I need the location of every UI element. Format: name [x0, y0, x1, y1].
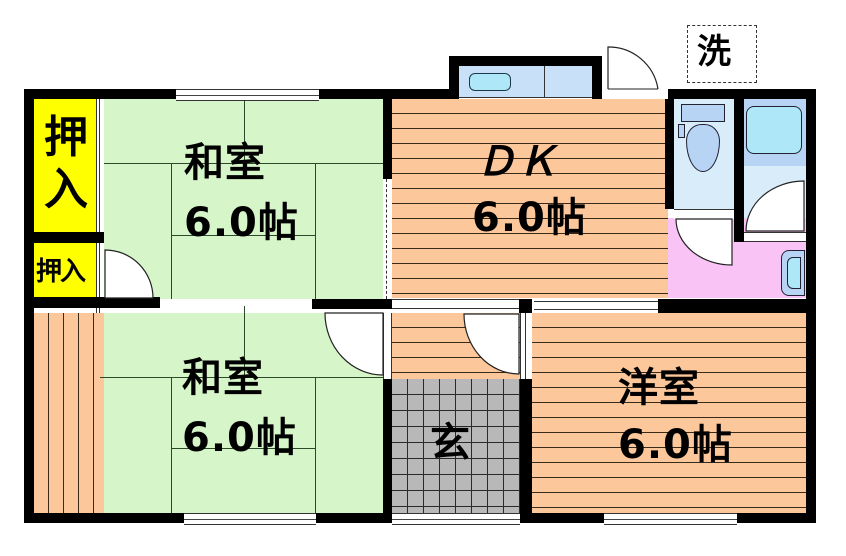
genkan-left-wall [386, 379, 392, 513]
hall-pillar [519, 299, 532, 313]
washitsu-top-floor [104, 99, 383, 299]
door-toilet[interactable] [675, 218, 733, 266]
tatami-seam [171, 377, 172, 513]
closet-small-label: 押入 [36, 257, 86, 287]
washitsu-divider-wall-right [312, 299, 392, 309]
tatami-seam [171, 448, 315, 449]
room-name: 洋室 [618, 365, 700, 411]
door-closet-small[interactable] [104, 247, 154, 299]
kitchen-bump-wall-right [592, 56, 602, 99]
tatami-seam [244, 306, 245, 377]
room-size: 6.0帖 [182, 415, 297, 461]
toilet-bowl-icon [686, 124, 720, 172]
room-size: 6.0帖 [184, 200, 299, 246]
kitchen-bump-wall-top [449, 56, 602, 66]
toilet-tank-icon [681, 104, 725, 122]
room-name: 和室 [182, 355, 264, 401]
washbasin-bowl-icon [787, 257, 801, 289]
door-swing-icon [745, 180, 805, 232]
door-bathroom[interactable] [745, 180, 805, 232]
sliding-door-dk-hall[interactable] [392, 299, 519, 309]
door-washitsu-bottom[interactable] [324, 312, 384, 376]
outer-wall-left [24, 89, 34, 523]
room-name: ＤＫ [476, 139, 558, 185]
toilet-door-frame [674, 209, 734, 219]
tatami-seam [315, 163, 316, 299]
door-swing-icon [675, 218, 733, 266]
kitchen-counter-divider [544, 66, 545, 98]
closet-large-label: 押 入 [38, 112, 94, 216]
closet-large [34, 99, 96, 232]
tatami-seam [100, 377, 383, 378]
room-size: 6.0帖 [472, 195, 587, 241]
yoshitsu-floor [532, 313, 806, 513]
room-size: 6.0帖 [618, 422, 733, 468]
door-hall-yoshitsu[interactable] [463, 313, 520, 375]
dk-floor [392, 99, 668, 298]
door-front-entrance-top[interactable] [602, 45, 659, 90]
door-swing-icon [324, 312, 384, 376]
tatami-seam [104, 163, 383, 164]
yoshitsu-top-wall [658, 299, 816, 313]
outer-wall-bottom-mid2 [520, 513, 604, 523]
tatami-seam [171, 163, 172, 299]
tatami-seam [244, 99, 245, 163]
kitchen-sink-icon [469, 73, 511, 91]
wet-left-wall [665, 99, 674, 209]
window-yoshitsu [604, 513, 737, 525]
corridor-wood-floor [34, 313, 104, 513]
tatami-seam [171, 235, 315, 236]
door-swing-icon [463, 313, 520, 375]
tatami-seam [315, 377, 316, 513]
genkan-tile-floor [392, 379, 520, 513]
outer-wall-top-mid [319, 89, 449, 99]
closet-label-line2: 入 [44, 164, 88, 215]
washer-label: 洗 [697, 32, 731, 72]
closet-divider-wall [34, 232, 104, 243]
door-swing-icon [104, 249, 154, 299]
hall-yoshitsu-door-frame [520, 313, 526, 379]
room-name: 和室 [184, 140, 266, 186]
window-washitsu-bottom [184, 513, 316, 525]
sliding-door-washitsu-dk[interactable] [386, 179, 390, 299]
closet-right-wall [96, 99, 100, 313]
toilet-bath-divider [734, 99, 744, 242]
washer-spot [687, 25, 757, 83]
genkan-right-wall [520, 379, 532, 523]
outer-wall-bottom-left [24, 513, 184, 523]
outer-wall-top-left [24, 89, 176, 99]
window-washitsu-top [176, 89, 319, 101]
dk-left-wall [383, 99, 392, 179]
window-genkan [392, 513, 520, 525]
door-swing-icon [607, 46, 659, 90]
bath-door-frame [744, 232, 806, 242]
toilet-paper-icon [678, 124, 685, 138]
outer-wall-bottom-mid [316, 513, 392, 523]
closet-small [34, 243, 96, 297]
kitchen-bump-wall-left [449, 56, 459, 99]
outer-wall-bottom-right [737, 513, 816, 523]
sliding-door-dk-yoshitsu[interactable] [534, 301, 658, 310]
room-name: 玄 [430, 420, 471, 466]
closet-label-line1: 押 [44, 112, 88, 163]
bathtub-icon [746, 106, 802, 154]
outer-wall-top-right [668, 89, 815, 99]
hall-door-frame [383, 313, 392, 379]
closet-bottom-wall [34, 297, 160, 308]
